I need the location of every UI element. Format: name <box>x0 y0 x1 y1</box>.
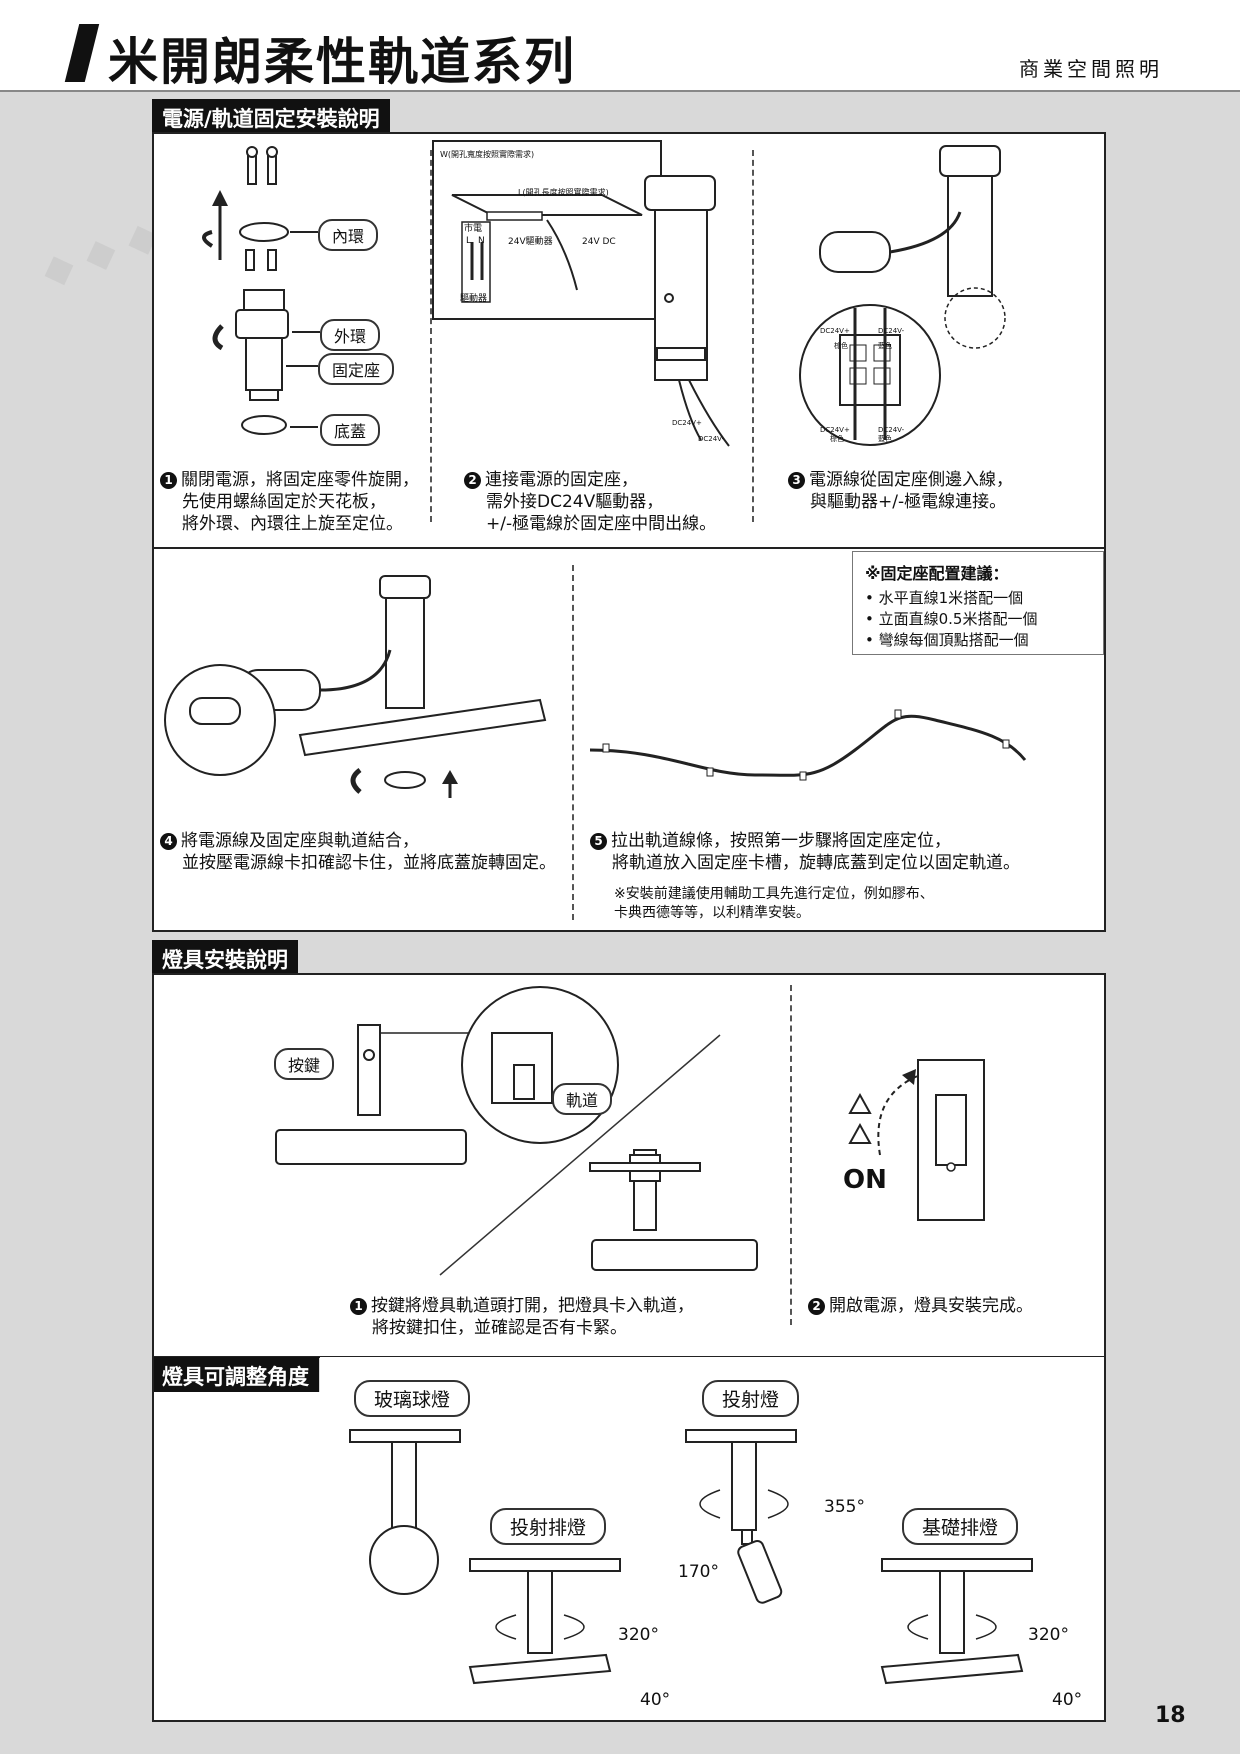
install-note: ※安裝前建議使用輔助工具先進行定位，例如膠布、 卡典西德等等，以利精準安裝。 <box>614 886 934 921</box>
fixture-track-clip-diagram <box>275 986 758 1276</box>
label-spotlight: 投射燈 <box>702 1380 800 1417</box>
label-blue-a: 藍色 <box>878 342 892 350</box>
label-track: 軌道 <box>552 1083 613 1115</box>
tips-heading: ※固定座配置建議： <box>865 564 1009 583</box>
label-dc24v-plus-b: DC24V+ <box>820 426 850 434</box>
dashed-divider <box>572 565 574 920</box>
label-outer-ring: 外環 <box>320 319 381 351</box>
section-tab-adjustable-angles: 燈具可調整角度 <box>152 1357 319 1395</box>
spotlight-tilt-angle: 170° <box>678 1562 719 1582</box>
basic-row-light-diagram <box>880 1558 1033 1685</box>
label-spot-row-light: 投射排燈 <box>490 1508 607 1545</box>
track-mount-diagram <box>164 575 547 798</box>
label-mains: 市電 <box>464 224 483 234</box>
label-brown-a: 棕色 <box>834 342 848 350</box>
label-fixing-seat: 固定座 <box>318 353 395 385</box>
fixing-seat-exploded-diagram <box>202 146 320 435</box>
dashed-divider <box>752 150 754 522</box>
spotlight-rotation-angle: 355° <box>824 1497 865 1517</box>
dashed-divider <box>790 985 792 1325</box>
label-dc24v-minus-a: DC24V- <box>878 327 905 335</box>
page-title: 米開朗柔性軌道系列 <box>108 33 576 91</box>
tips-item: • 水平直線1米搭配一個 <box>865 589 1024 607</box>
label-dc24v-minus: DC24V- <box>698 435 725 443</box>
label-blue-b: 藍色 <box>878 435 892 443</box>
label-24v-driver: 24V驅動器 <box>508 237 553 247</box>
label-cutout-length: L(開孔長度按照實際需求) <box>518 188 609 197</box>
step-number-badge: 1 <box>350 1298 367 1315</box>
label-dc24v-plus: DC24V+ <box>672 419 702 427</box>
label-brown-b: 棕色 <box>830 435 844 443</box>
label-basic-row-light: 基礎排燈 <box>902 1508 1019 1545</box>
ceiling-cutout-diagram <box>451 194 643 303</box>
step-number-badge: 2 <box>464 472 481 489</box>
label-n: N <box>478 236 485 246</box>
step-number-badge: 5 <box>590 833 607 850</box>
panel-row-divider <box>152 547 1106 549</box>
spotlight-diagram <box>685 1429 797 1604</box>
label-l: L <box>466 236 472 246</box>
page-subtitle: 商業空間照明 <box>1019 57 1163 81</box>
basic-row-rotation-angle: 320° <box>1028 1625 1069 1645</box>
glass-ball-light-diagram <box>349 1429 461 1595</box>
curved-track-diagram <box>589 709 1027 781</box>
watermark-logo: ◆ ◆ ◆ <box>35 210 165 296</box>
spot-row-rotation-angle: 320° <box>618 1625 659 1645</box>
basic-row-tilt-angle: 40° <box>1052 1690 1083 1710</box>
power-on-label: ON <box>843 1165 887 1195</box>
tips-item: • 彎線每個頂點搭配一個 <box>865 631 1029 649</box>
page-number: 18 <box>1155 1703 1186 1728</box>
header-divider <box>0 90 1240 92</box>
fixing-seat-tips-box: ※固定座配置建議： • 水平直線1米搭配一個 • 立面直線0.5米搭配一個 • … <box>852 551 1104 655</box>
step-number-badge: 3 <box>788 472 805 489</box>
section-tab-fixture-install: 燈具安裝說明 <box>152 940 298 978</box>
step-number-badge: 1 <box>160 472 177 489</box>
label-dc24v-minus-b: DC24V- <box>878 426 905 434</box>
power-switch-diagram <box>848 1059 985 1221</box>
label-24v-dc: 24V DC <box>582 237 616 247</box>
label-dc24v-plus-a: DC24V+ <box>820 327 850 335</box>
tips-item: • 立面直線0.5米搭配一個 <box>865 610 1038 628</box>
side-entry-wiring-diagram <box>799 145 1006 446</box>
spot-row-tilt-angle: 40° <box>640 1690 671 1710</box>
label-cutout-width: W(開孔寬度按照實際需求) <box>440 150 535 159</box>
panel-adjustable-angles <box>152 1357 1106 1722</box>
label-driver: 驅動器 <box>460 294 488 304</box>
step-number-badge: 4 <box>160 833 177 850</box>
spot-row-light-diagram <box>468 1558 621 1685</box>
label-base-cover: 底蓋 <box>320 414 381 446</box>
label-inner-ring: 內環 <box>318 219 379 251</box>
label-glass-ball-light: 玻璃球燈 <box>354 1380 471 1417</box>
label-button: 按鍵 <box>274 1048 335 1080</box>
page-header <box>0 0 1240 92</box>
step-number-badge: 2 <box>808 1298 825 1315</box>
fixing-seat-with-wires-diagram <box>644 175 730 447</box>
dashed-divider <box>430 150 432 522</box>
section-tab-power-install: 電源/軌道固定安裝說明 <box>152 99 390 137</box>
